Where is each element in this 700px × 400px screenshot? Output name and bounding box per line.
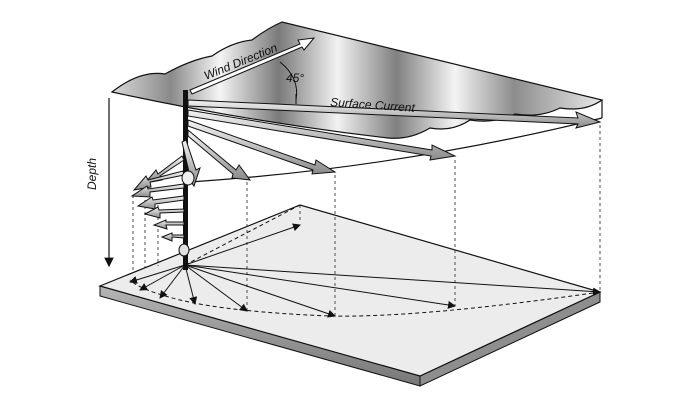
current-arrows [130, 99, 602, 257]
projection-lines [132, 125, 601, 316]
depth-label: Depth [85, 158, 99, 190]
seafloor-slab [98, 204, 602, 387]
surface-current-label: Surface Current [330, 95, 416, 115]
wind-direction-arrow [189, 37, 316, 95]
floor-hodograph [129, 204, 601, 318]
angle-label: 45° [286, 71, 304, 85]
angle-marker [279, 61, 298, 104]
